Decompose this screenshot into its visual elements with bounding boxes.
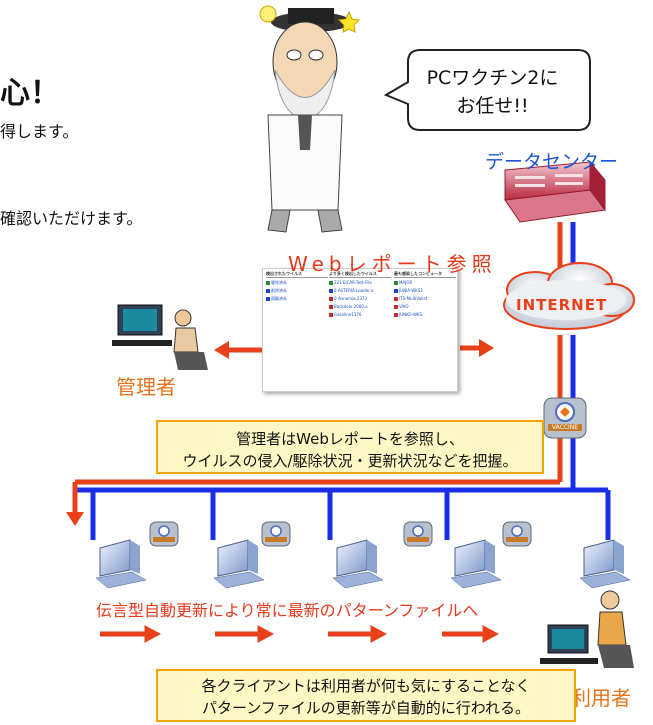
report-col3-header: 最も感染したコンピュータ xyxy=(394,271,456,278)
report-col1-header: 検出されたウイルス xyxy=(266,271,328,278)
report-col2-header: より多く検出したウイルス xyxy=(329,271,391,278)
web-report-title: Webレポート参照 xyxy=(288,252,497,276)
vaccine-server-icon xyxy=(543,397,587,439)
admin-workstation-icon xyxy=(112,304,208,370)
report-row[interactable]: ITS-MultiVallst xyxy=(394,295,456,303)
intro-heading: 心！ xyxy=(0,76,60,111)
client-pcs xyxy=(95,539,631,589)
report-row[interactable]: 0 ASTERIA-Loader.a xyxy=(329,287,391,295)
report-row[interactable]: JUNIA-WKS1 xyxy=(394,287,456,295)
intro-line1: 得します。 xyxy=(0,122,79,141)
speech-bubble-text: PCワクチン2に お任せ!! xyxy=(426,67,559,117)
user-label: 利用者 xyxy=(571,686,631,710)
admin-note: 管理者はWebレポートを参照し、 ウイルスの侵入/駆除状況・更新状況などを把握。 xyxy=(156,420,544,474)
report-row: 削除済み xyxy=(266,287,328,295)
report-row[interactable]: Gasoline1376 xyxy=(329,311,391,319)
flow-arrows xyxy=(100,625,500,643)
user-workstation-icon xyxy=(540,590,634,668)
lan-red-arrowhead xyxy=(66,512,84,526)
client-vaccine-badges xyxy=(149,521,532,547)
flow-label: 伝言型自動更新により常に最新のパターンファイルへ xyxy=(96,601,479,620)
vaccine-badge-label: VACCINE xyxy=(551,424,579,431)
web-report-panel[interactable]: 検出されたウイルス 駆除済み 削除済み 隔離済み より多く検出したウイルス 22… xyxy=(262,268,458,392)
speech-bubble xyxy=(383,49,591,131)
report-row[interactable]: MAJOR xyxy=(394,279,456,287)
report-row: 隔離済み xyxy=(266,295,328,303)
report-arrow-right-head xyxy=(479,339,494,357)
admin-label: 管理者 xyxy=(116,375,176,399)
client-note: 各クライアントは利用者が何も気にすることなく パターンファイルの更新等が自動的に… xyxy=(156,669,576,722)
report-row[interactable]: VAIO xyxy=(394,303,456,311)
datacenter-label: データセンター xyxy=(485,151,619,173)
report-row[interactable]: Backdoor.2000.a xyxy=(329,303,391,311)
report-row[interactable]: 0 Annemia.2373 xyxy=(329,295,391,303)
report-row[interactable]: 221 EICAR-Test-File xyxy=(329,279,391,287)
internet-label: INTERNET xyxy=(516,296,608,314)
datacenter-server-icon xyxy=(504,160,606,223)
internet-cloud-icon xyxy=(503,262,635,330)
report-row: 駆除済み xyxy=(266,279,328,287)
report-arrow-left-head xyxy=(214,341,229,359)
intro-line2: 確認いただけます。 xyxy=(0,209,143,228)
report-row[interactable]: JUNKO-WKS xyxy=(394,311,456,319)
professor-character-icon xyxy=(259,5,361,233)
